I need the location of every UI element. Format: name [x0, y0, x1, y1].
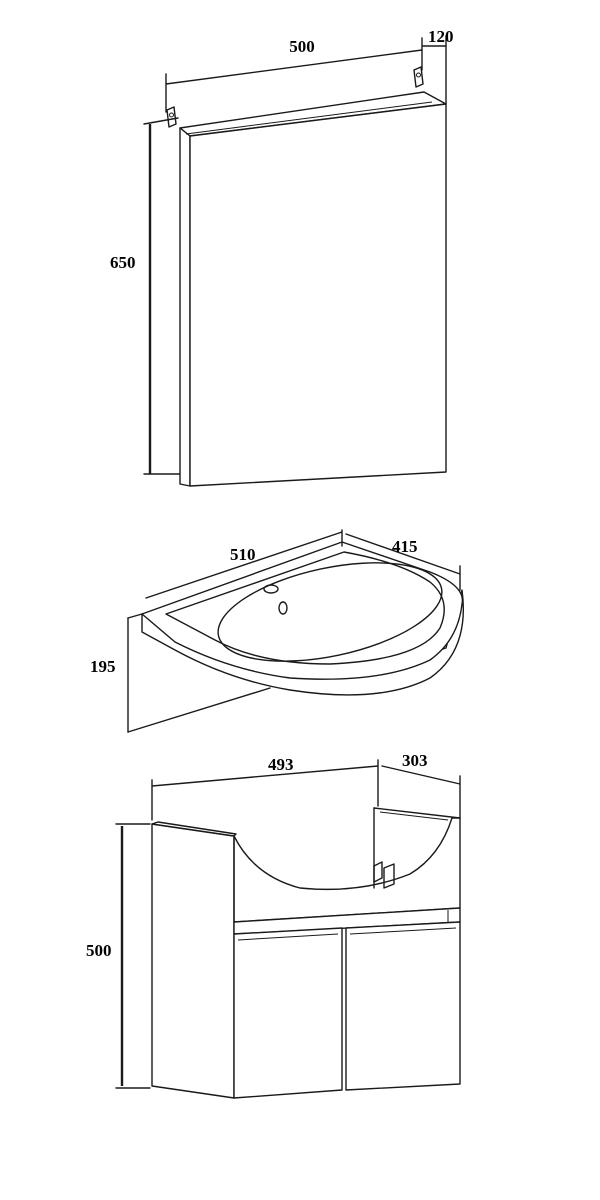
- vanity-top-rail: [151, 821, 237, 837]
- vanity-door-right: [345, 921, 461, 1091]
- washbasin: 510 415 195: [90, 529, 465, 733]
- mirror-cabinet-width-label: 500: [289, 37, 315, 56]
- mirror-cabinet-height-label: 650: [110, 253, 136, 272]
- tap-hole: [263, 584, 279, 594]
- vanity-depth-label: 303: [402, 751, 428, 770]
- mirror-cabinet-door: [189, 103, 447, 487]
- vanity-width-label: 493: [268, 755, 294, 774]
- vanity-basin-opening: [233, 817, 461, 923]
- mirror-cabinet-side: [179, 127, 191, 487]
- washbasin-inner-rim: [165, 551, 445, 665]
- washbasin-rim: [141, 541, 464, 680]
- vanity-height-label: 500: [86, 941, 112, 960]
- mirror-cabinet: 500 120 650: [110, 27, 454, 487]
- washbasin-depth-label: 415: [392, 537, 418, 556]
- washbasin-height-label: 195: [90, 657, 116, 676]
- mirror-cabinet-depth-label: 120: [428, 27, 454, 46]
- drain-hole: [278, 601, 288, 615]
- washbasin-bowl: [217, 562, 443, 662]
- vanity-door-left: [233, 927, 343, 1099]
- vanity-side-panel: [151, 823, 235, 1099]
- vanity-unit: 493 303 500: [86, 751, 461, 1099]
- hang-bracket-right: [413, 66, 424, 88]
- vanity-drain-fitting: [373, 861, 383, 883]
- washbasin-width-label: 510: [230, 545, 256, 564]
- hang-bracket-left: [166, 106, 177, 128]
